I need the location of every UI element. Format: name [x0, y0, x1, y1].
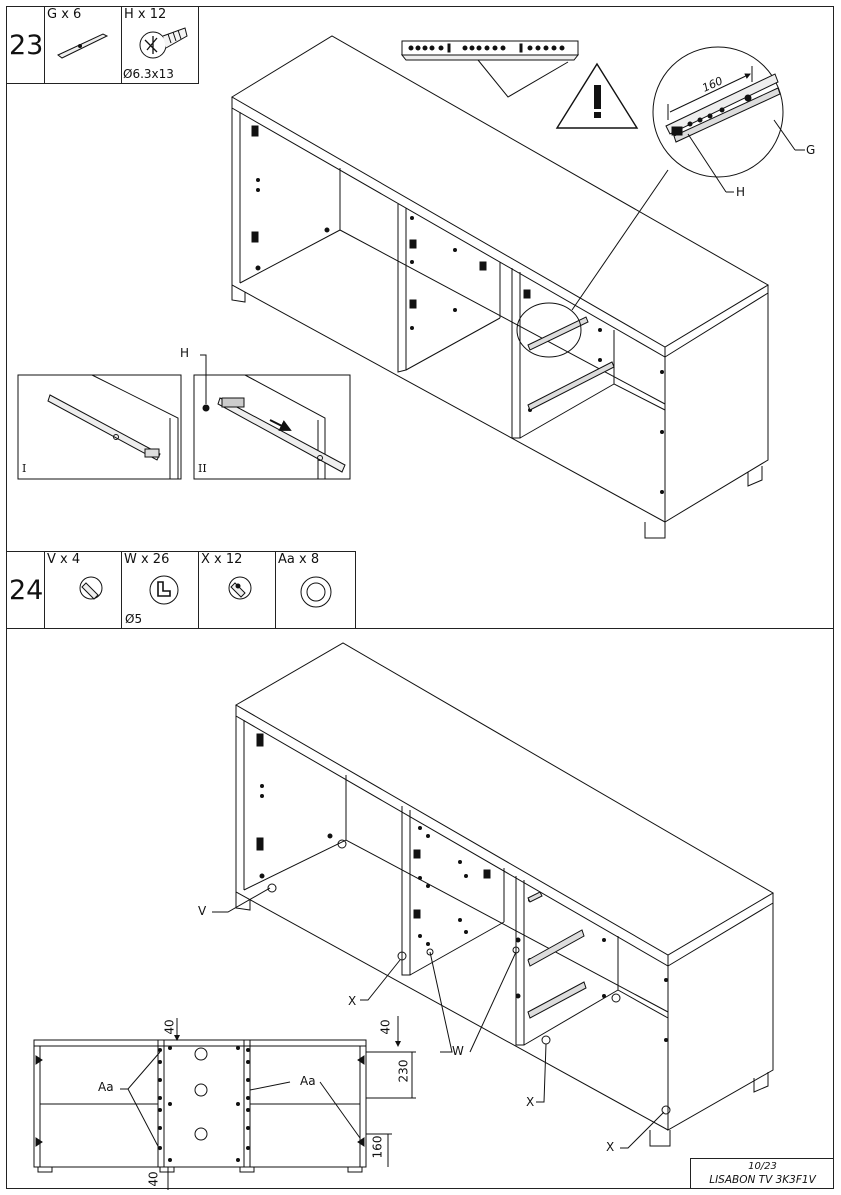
- step-24-part-v-label: V x 4: [47, 552, 81, 567]
- footer-page-number: 10/23: [748, 1161, 777, 1172]
- cam-lock-icon: [228, 576, 252, 600]
- step-23-part-g-label: G x 6: [47, 7, 82, 22]
- step-23-number-box: [6, 6, 45, 84]
- screw-icon: [139, 27, 188, 59]
- callout-h: H: [736, 185, 746, 199]
- front-elevation-diagram: [33, 1016, 416, 1190]
- warning-icon: [555, 62, 639, 129]
- step-24-leader-lines: [212, 887, 665, 1149]
- footer-box: 10/23 LISABON TV 3K3F1V: [690, 1158, 834, 1189]
- sub-step-2-diagram: [193, 354, 351, 480]
- sub-step-1-diagram: [17, 374, 182, 480]
- callout-aa-1: Aa: [98, 1080, 114, 1094]
- dimension-bottom-gap: 40: [146, 1171, 161, 1187]
- dimension-side-top: 40: [378, 1019, 393, 1035]
- cabinet-step-23: [231, 35, 769, 539]
- cover-cap-icon: [300, 576, 332, 608]
- callout-h-side: H: [180, 346, 190, 360]
- sub-step-1-label: I: [22, 462, 27, 475]
- callout-w: W: [452, 1044, 464, 1058]
- step-24-number: 24: [9, 575, 44, 606]
- sub-step-2-label: II: [198, 462, 207, 475]
- step-24-part-w-label: W x 26: [124, 552, 170, 567]
- dimension-top-gap: 40: [162, 1019, 177, 1035]
- cam-screw-icon: [149, 575, 179, 605]
- dimension-spacing: 230: [396, 1059, 411, 1083]
- step-24-part-x-label: X x 12: [201, 552, 243, 567]
- step-23-part-h-dimension: Ø6.3x13: [123, 67, 174, 81]
- dimension-bottom-height: 160: [370, 1135, 385, 1159]
- callout-aa-2: Aa: [300, 1074, 316, 1088]
- cabinet-step-24: [235, 642, 774, 1147]
- step-24-part-w-dimension: Ø5: [125, 612, 143, 626]
- step-23-number: 23: [9, 30, 44, 61]
- step-separator: [6, 628, 834, 629]
- callout-v: V: [198, 904, 207, 918]
- callout-g: G: [806, 143, 816, 157]
- footer-model-name: LISABON TV 3K3F1V: [709, 1174, 816, 1186]
- dowel-icon: [79, 576, 103, 600]
- rail-strip-diagram: [400, 40, 580, 98]
- callout-x-3: X: [606, 1140, 615, 1154]
- rail-detail-magnifier: [652, 46, 805, 193]
- step-24-part-aa-label: Aa x 8: [278, 552, 320, 567]
- callout-x-1: X: [348, 994, 357, 1008]
- callout-x-2: X: [526, 1095, 535, 1109]
- step-23-part-h-label: H x 12: [124, 7, 167, 22]
- slide-rail-icon: [57, 33, 109, 59]
